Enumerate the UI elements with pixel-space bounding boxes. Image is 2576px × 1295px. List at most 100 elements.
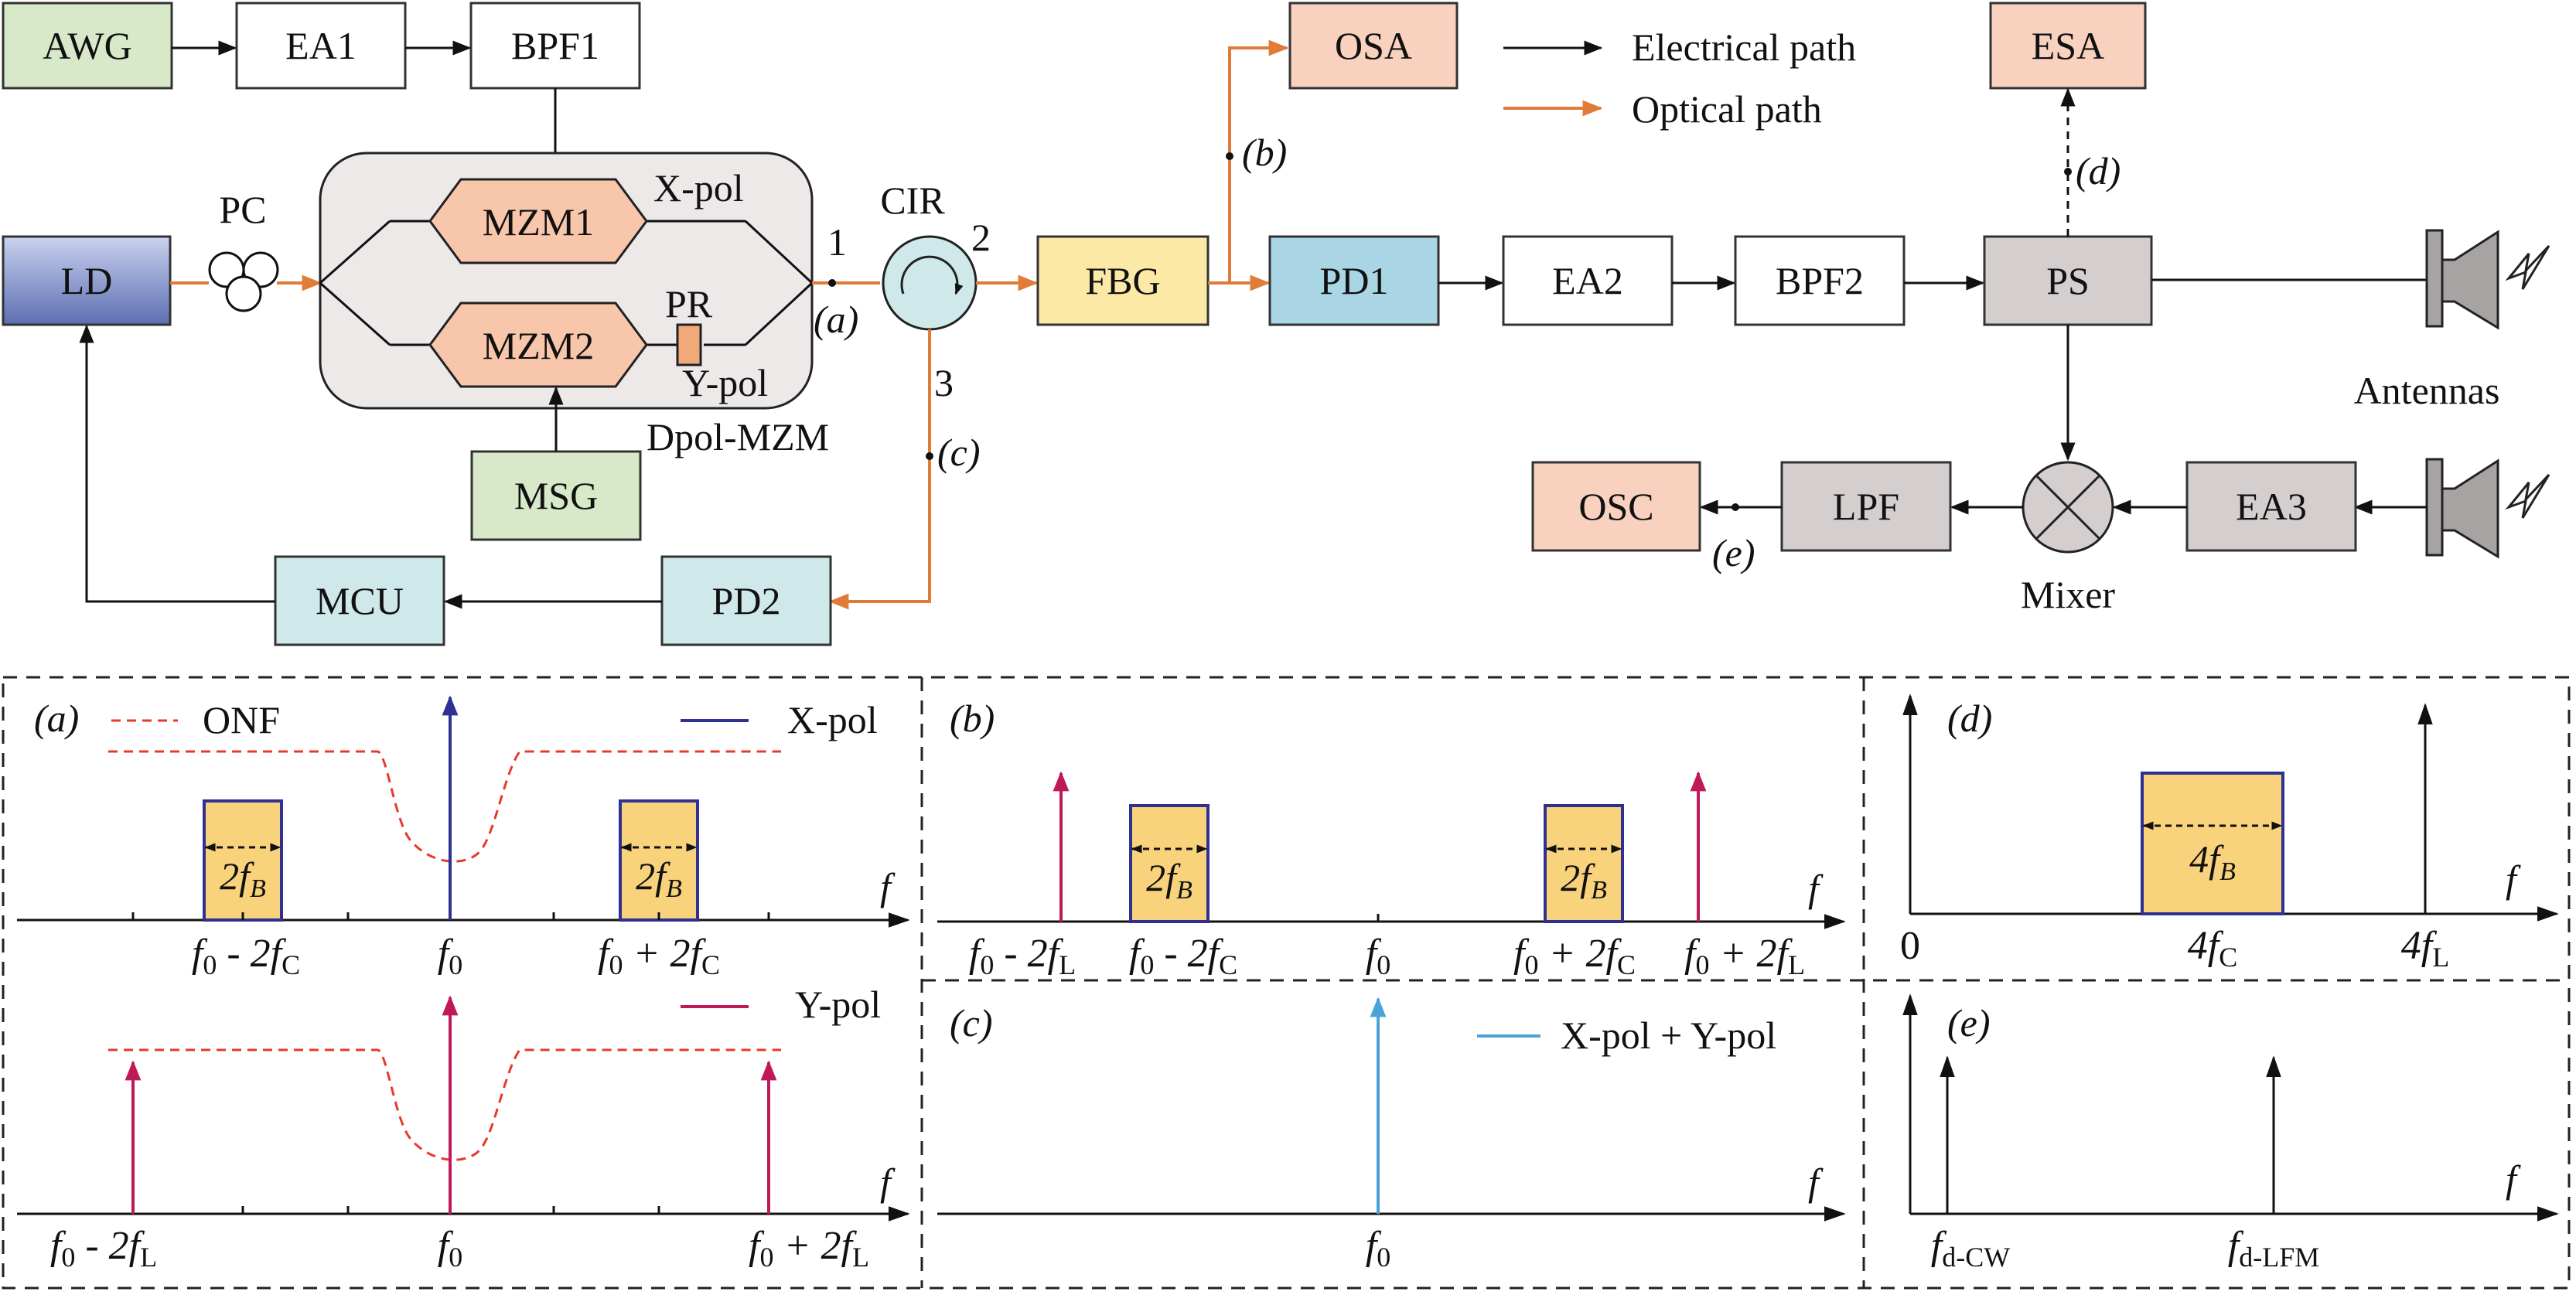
combined-legend-label: X-pol + Y-pol [1561, 1014, 1776, 1057]
panel-d-axis-f: f [2506, 857, 2521, 901]
mcu-block: MCU [274, 555, 445, 646]
ps-block: PS [1983, 235, 2153, 326]
ea1-label: EA1 [285, 24, 357, 67]
cir-label: CIR [880, 179, 945, 222]
fbg-block: FBG [1036, 235, 1210, 326]
bpf2-label: BPF2 [1776, 259, 1864, 302]
osc-block: OSC [1531, 461, 1701, 552]
rx-antenna-icon [2425, 458, 2550, 559]
panel-b-axis-f: f [1808, 867, 1824, 910]
pc-icon [208, 251, 279, 312]
ea1-block: EA1 [235, 2, 407, 90]
xpol-sideband-left-label: 2fB [220, 854, 266, 903]
point-d-dot [2064, 168, 2072, 176]
panel-d-tick-2: 4fL [2401, 924, 2449, 973]
panel-e-axis-f: f [2506, 1157, 2521, 1201]
xpol-label: X-pol [653, 166, 744, 210]
osa-label: OSA [1335, 24, 1412, 67]
antennas-label: Antennas [2354, 369, 2500, 412]
port-1-label: 1 [827, 220, 847, 264]
panel-a-tag: (a) [34, 697, 79, 740]
xpol-sideband-right-label: 2fB [636, 854, 682, 903]
point-e-dot [1732, 503, 1739, 511]
point-e-label: (e) [1712, 531, 1755, 574]
bpf1-block: BPF1 [469, 2, 641, 90]
xpol-sideband-left: 2fB [203, 799, 283, 922]
onf-legend-label: ONF [203, 698, 280, 741]
mcu-label: MCU [316, 579, 404, 622]
spectrum-panel-a: (a) ONF X-pol Y-pol f 2fB 2fB f0 - 2fC [17, 695, 910, 1273]
panel-a-top-tick-1: f0 - 2fC [192, 932, 300, 980]
point-d-label: (d) [2076, 149, 2121, 193]
panel-d-tag: (d) [1947, 697, 1992, 740]
panel-b-tick-1: f0 - 2fL [969, 932, 1076, 980]
xpol-sideband-right: 2fB [619, 799, 699, 922]
mzm1-block: MZM1 [428, 178, 648, 264]
point-a-dot [828, 279, 836, 287]
esa-label: ESA [2032, 24, 2104, 67]
lpf-label: LPF [1833, 485, 1899, 528]
ea2-block: EA2 [1502, 235, 1674, 326]
point-c-dot [926, 452, 933, 460]
circulator-icon [882, 235, 978, 331]
cir-to-pd2-fiber [828, 329, 931, 610]
legend-electrical-label: Electrical path [1632, 26, 1856, 69]
pd2-block: PD2 [660, 555, 832, 646]
panel-e-tick-2: fd-LFM [2228, 1224, 2319, 1273]
panel-b-tick-2: f0 - 2fC [1129, 932, 1237, 980]
ea2-label: EA2 [1552, 259, 1623, 302]
panel-e-tick-1: fd-CW [1931, 1224, 2010, 1273]
ypol-legend-label: Y-pol [795, 983, 881, 1026]
tx-antenna-icon [2425, 229, 2550, 330]
panel-a-bottom-tick-2: f0 [438, 1224, 462, 1273]
ld-label: LD [61, 259, 113, 302]
mzm2-label: MZM2 [483, 324, 594, 367]
panel-b-sideband-left-label: 2fB [1146, 856, 1192, 905]
mixer-label: Mixer [2021, 573, 2116, 616]
pd1-label: PD1 [1320, 259, 1389, 302]
panel-a-top-ticks [131, 912, 770, 920]
point-b-dot [1226, 152, 1233, 160]
spectrum-panel-d: (d) f 4fB 0 4fC 4fL [1900, 694, 2559, 973]
ea3-block: EA3 [2185, 461, 2357, 552]
awg-block: AWG [2, 2, 173, 90]
msg-block: MSG [470, 450, 642, 541]
osa-block: OSA [1288, 2, 1459, 90]
pc-label: PC [219, 188, 266, 231]
legend-optical-label: Optical path [1632, 87, 1822, 131]
panel-c-tick-1: f0 [1366, 1224, 1390, 1273]
pd2-label: PD2 [712, 579, 781, 622]
ypol-label: Y-pol [682, 361, 768, 404]
panel-b-tick-5: f0 + 2fL [1684, 932, 1805, 980]
panel-c-tag: (c) [950, 1001, 993, 1045]
mixer-icon [2022, 461, 2114, 554]
port-2-label: 2 [971, 216, 991, 259]
spectrum-panel-c: (c) X-pol + Y-pol f f0 [937, 997, 1846, 1273]
point-a-label: (a) [814, 298, 858, 341]
point-b-label: (b) [1242, 131, 1287, 174]
bpf1-label: BPF1 [511, 24, 599, 67]
ea3-label: EA3 [2236, 485, 2307, 528]
ld-block: LD [2, 235, 172, 326]
spectrum-panel-e: (e) f fd-CW fd-LFM [1902, 993, 2559, 1273]
panel-d-band-label: 4fB [2189, 837, 2236, 886]
osc-label: OSC [1578, 485, 1653, 528]
panel-a-top-tick-3: f0 + 2fC [598, 932, 720, 980]
panel-d-tick-1: 4fC [2188, 924, 2237, 973]
panel-d-zero: 0 [1900, 924, 1920, 968]
point-c-label: (c) [937, 431, 981, 474]
dpol-waveguides [319, 220, 814, 346]
path-legend: Electrical path Optical path [1503, 26, 1856, 131]
pd1-block: PD1 [1268, 235, 1440, 326]
block-diagram: AWG EA1 BPF1 LD PC [2, 2, 2550, 646]
panel-b-tick-3: f0 [1366, 932, 1390, 980]
panel-a-bottom-ticks [241, 1206, 660, 1214]
panel-b-tag: (b) [950, 697, 995, 740]
ps-label: PS [2046, 259, 2090, 302]
panel-b-tick-4: f0 + 2fC [1513, 932, 1636, 980]
panel-a-bottom-tick-3: f0 + 2fL [749, 1224, 869, 1273]
lpf-block: LPF [1780, 461, 1952, 552]
panel-a-bottom-axis-f: f [880, 1160, 896, 1204]
panel-b-sideband-right-label: 2fB [1561, 856, 1607, 905]
